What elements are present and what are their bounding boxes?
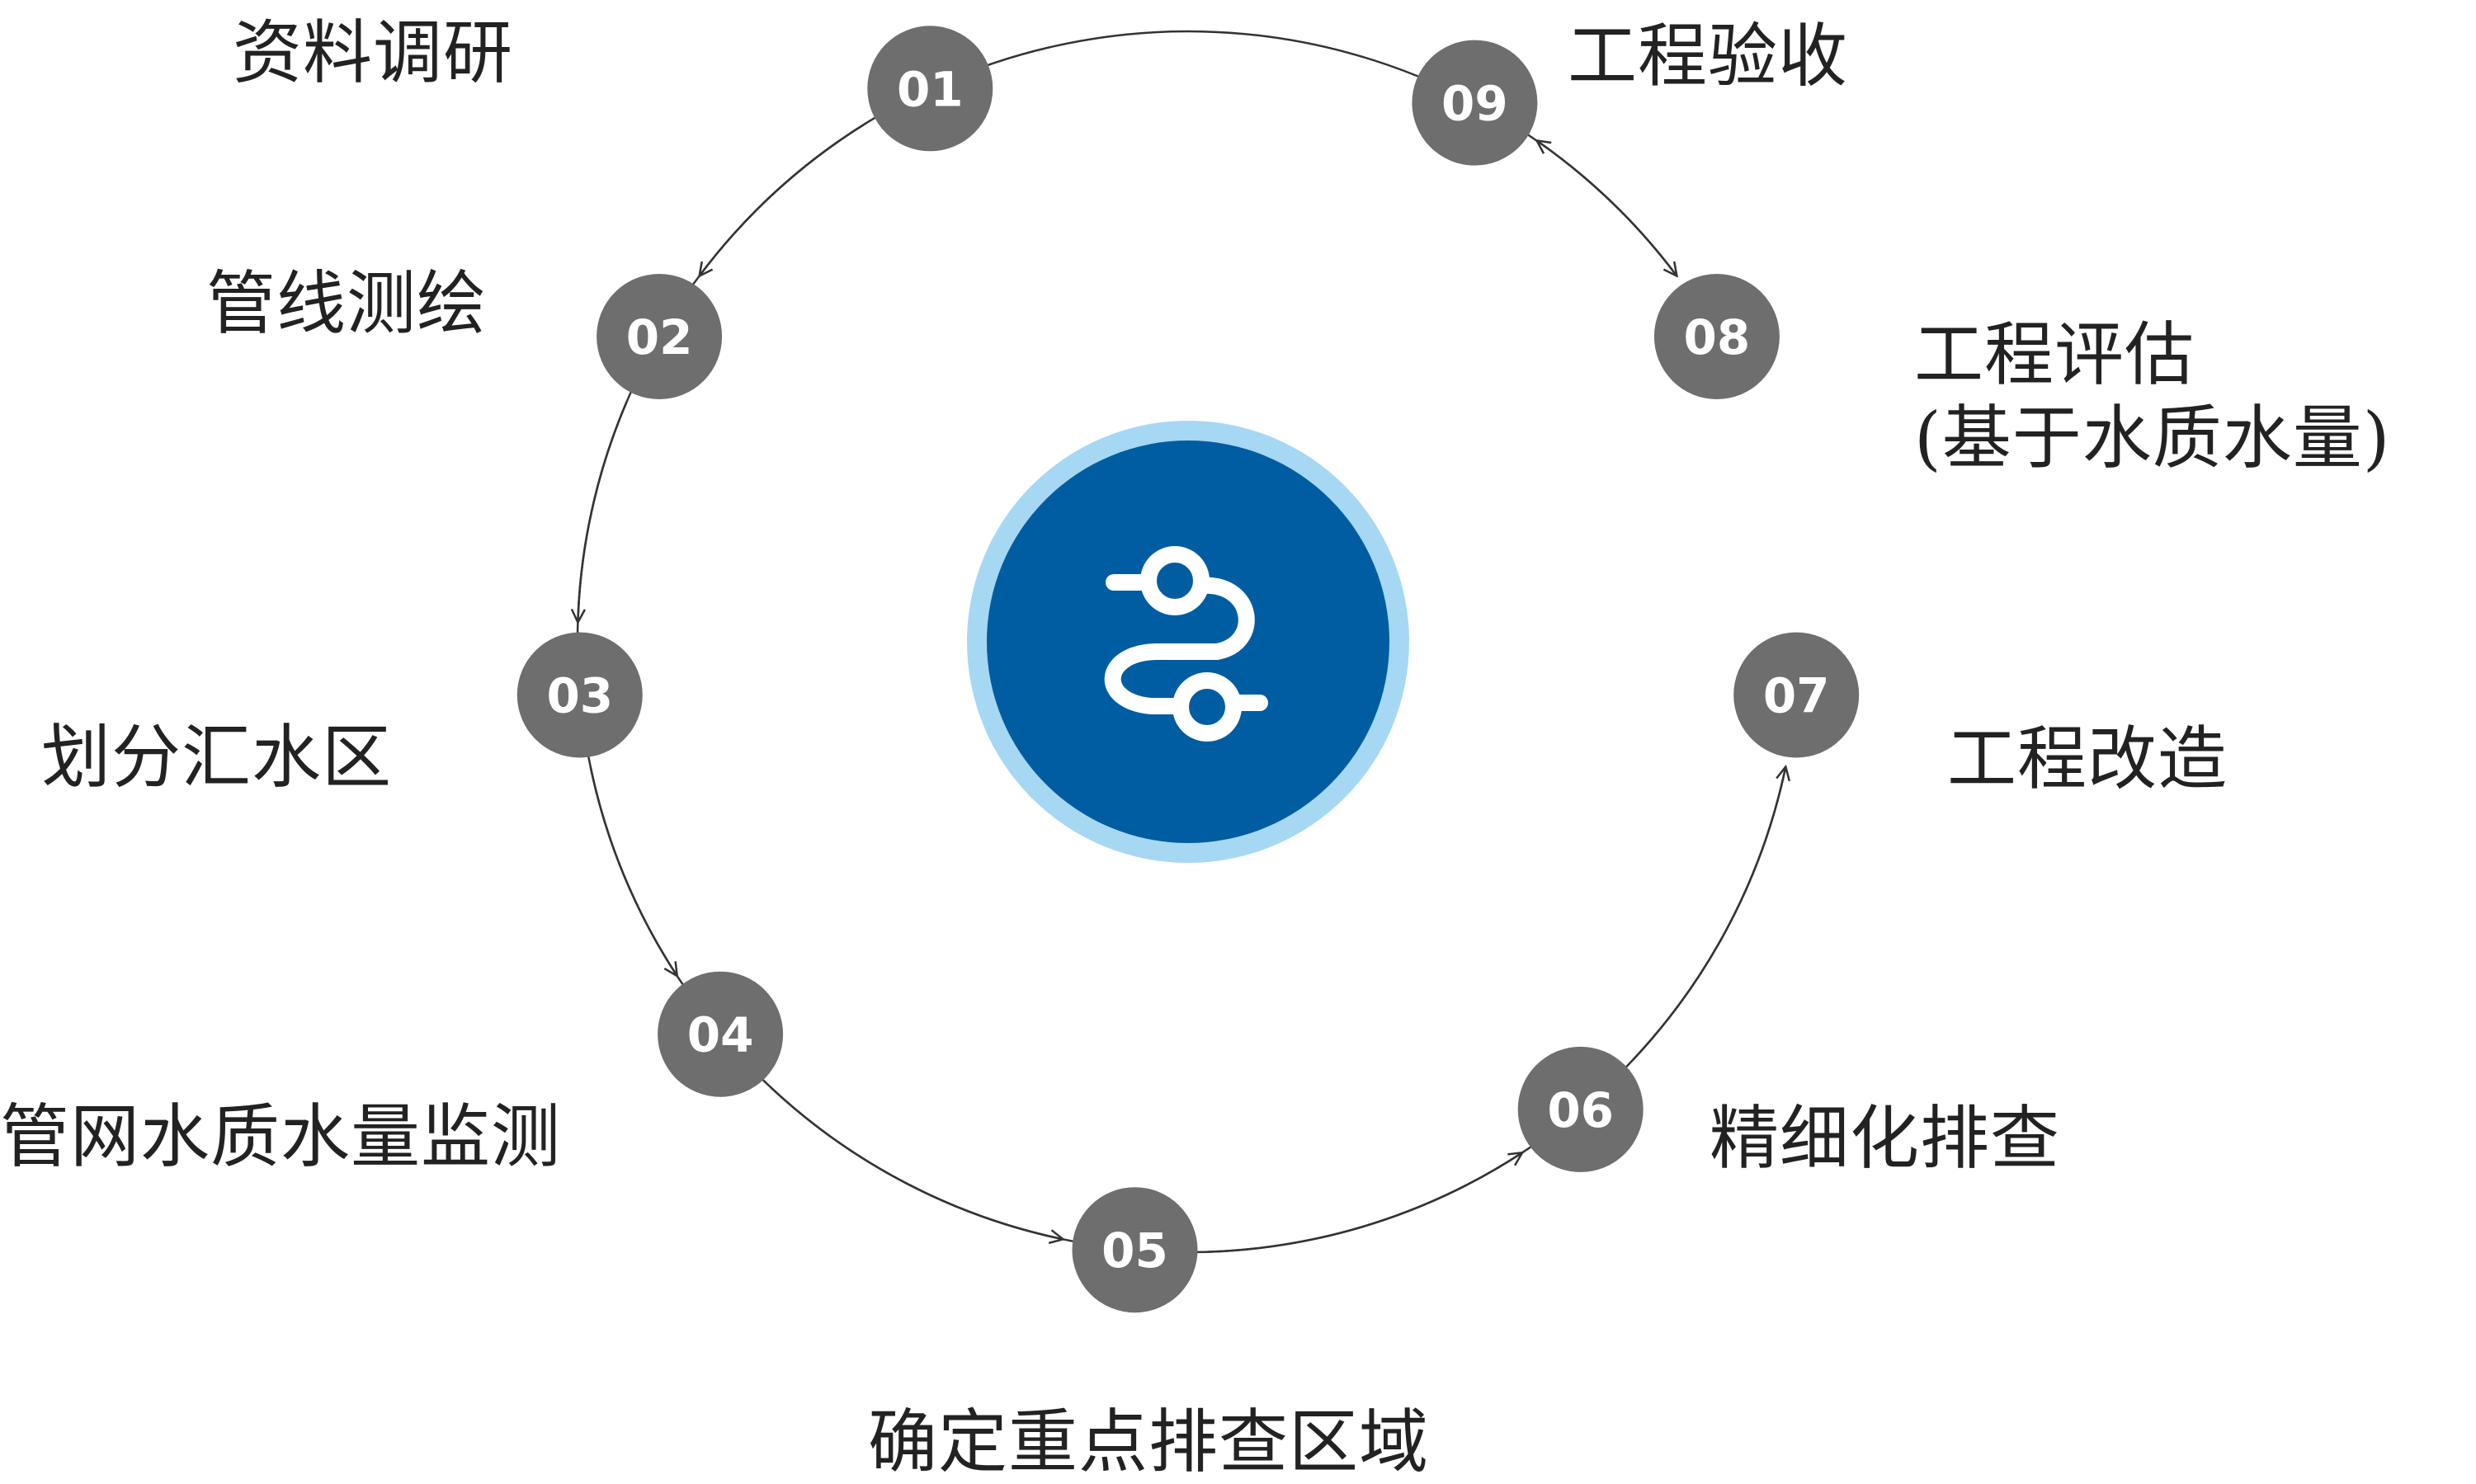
step-label-05: 确定重点排查区域	[868, 1401, 1429, 1484]
step-node-circle	[1517, 1046, 1644, 1172]
step-label-06: 精细化排查	[1710, 1097, 2060, 1180]
step-label-09: 工程验收	[1568, 15, 1848, 98]
connector-arrow-3-4	[589, 766, 677, 977]
connector-arrow-5-6	[1207, 1152, 1522, 1253]
connector-arrow-8-9	[1537, 140, 1678, 277]
step-label-line: 工程验收	[1568, 16, 1849, 97]
step-node-05: 05	[1072, 1187, 1198, 1313]
step-node-03: 03	[516, 632, 643, 758]
step-label-line: 精细化排查	[1710, 1098, 2061, 1179]
step-node-circle	[867, 26, 993, 152]
connector-arrow-1-2	[700, 122, 867, 276]
connector-arrow-7-8	[576, 30, 1787, 1254]
step-node-circle	[1412, 40, 1538, 166]
step-node-09: 09	[1412, 40, 1538, 166]
step-node-01: 01	[867, 26, 993, 152]
step-number: 05	[1101, 1223, 1168, 1279]
step-node-02: 02	[597, 274, 723, 399]
step-node-07: 07	[1733, 632, 1860, 758]
step-label-07: 工程改造	[1947, 718, 2228, 801]
step-label-02: 管线测绘	[206, 262, 487, 346]
step-number: 04	[687, 1007, 754, 1063]
step-label-03: 划分汇水区	[41, 716, 392, 799]
step-node-circle	[1072, 1187, 1198, 1313]
step-label-line: 工程改造	[1947, 718, 2228, 799]
step-node-circle	[516, 632, 643, 758]
connector-arrows	[576, 30, 1787, 1254]
step-label-08: 工程评估(基于水质水量)	[1914, 313, 2391, 480]
step-node-circle	[597, 274, 723, 399]
step-node-08: 08	[1653, 274, 1780, 399]
step-number: 02	[626, 309, 693, 365]
step-number: 06	[1547, 1082, 1614, 1138]
step-node-circle	[1653, 274, 1780, 399]
step-number: 08	[1684, 309, 1751, 365]
step-label-04: 管网水质水量监测	[0, 1095, 561, 1179]
step-label-line: 确定重点排查区域	[868, 1402, 1430, 1482]
step-node-circle	[658, 971, 784, 1097]
step-label-line: 资料调研	[232, 12, 513, 93]
step-label-line: (基于水质水量)	[1914, 397, 2391, 478]
center-hub-core	[987, 440, 1389, 843]
connector-arrow-2-3	[578, 401, 628, 623]
connector-arrow-6-7	[1632, 767, 1786, 1061]
step-label-line: 划分汇水区	[41, 717, 393, 798]
step-label-line: 管线测绘	[206, 263, 488, 344]
step-number: 09	[1441, 76, 1508, 132]
step-label-line: 管网水质水量监测	[0, 1096, 562, 1177]
step-label-line: 工程评估	[1914, 314, 2195, 395]
step-number: 03	[546, 668, 613, 724]
step-node-04: 04	[658, 971, 784, 1097]
step-node-06: 06	[1517, 1046, 1644, 1172]
step-number: 07	[1763, 668, 1830, 724]
step-number: 01	[897, 61, 964, 117]
step-nodes: 01 02 03 04 05 06 07 08 09	[516, 26, 1860, 1313]
step-label-01: 资料调研	[233, 12, 513, 95]
pipeline-route-icon	[1104, 546, 1268, 742]
step-node-circle	[1733, 632, 1860, 758]
center-hub	[967, 421, 1409, 863]
connector-arrow-4-5	[769, 1086, 1064, 1240]
